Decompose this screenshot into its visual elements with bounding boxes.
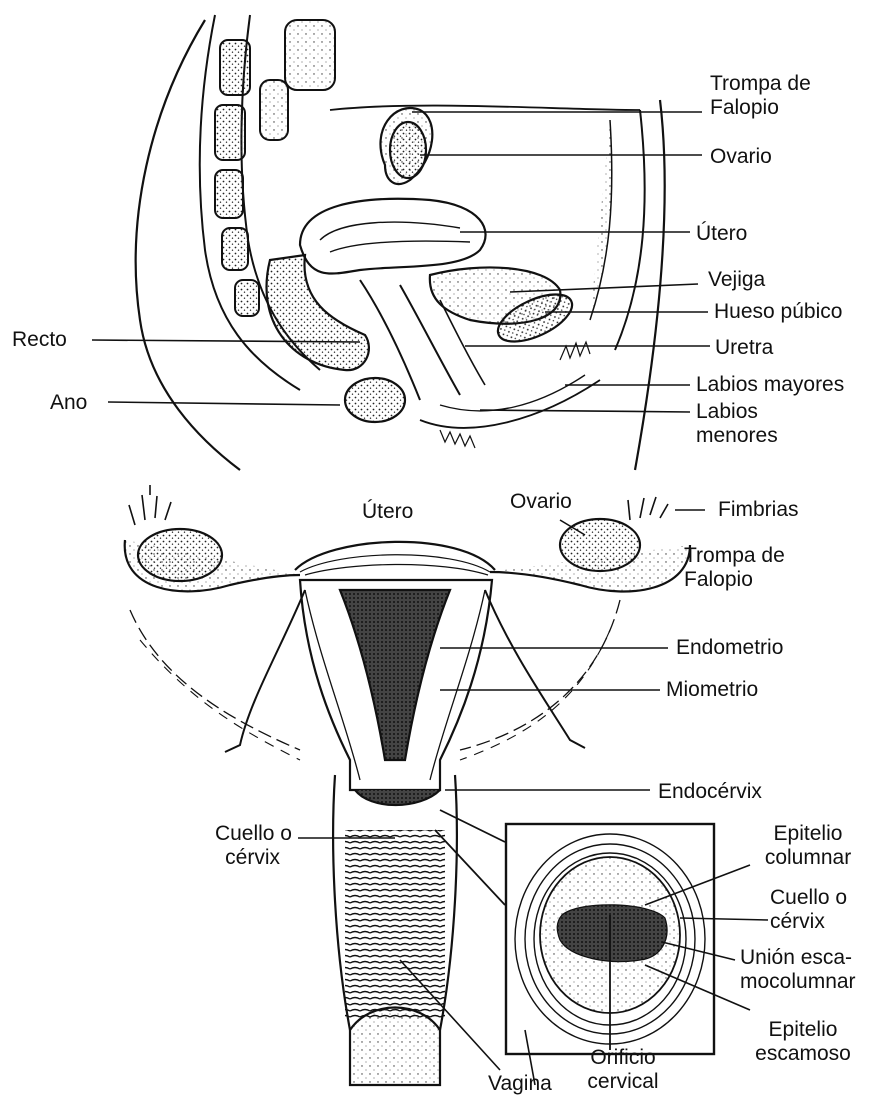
label-uretra: Uretra	[715, 336, 773, 360]
label-epitelio-columnar: Epitelio columnar	[748, 822, 868, 870]
label-union-escamocolumnar: Unión esca- mocolumnar	[740, 946, 856, 994]
label-cuello-frontal-line1: Cuello o	[180, 822, 292, 846]
label-cuello-inset: Cuello o cérvix	[770, 886, 847, 934]
ovary-sagittal	[390, 122, 426, 178]
right-fimbriae	[628, 497, 668, 520]
label-cuello-frontal: Cuello o cérvix	[180, 822, 292, 870]
label-labios-menores-line2: menores	[696, 424, 778, 448]
label-ano: Ano	[50, 391, 87, 415]
label-labios-menores-line1: Labios	[696, 400, 778, 424]
label-trompa-frontal-line2: Falopio	[684, 568, 785, 592]
label-fimbrias: Fimbrias	[718, 498, 799, 522]
label-trompa-sagittal: Trompa de Falopio	[710, 72, 811, 120]
label-hueso-pubico: Hueso púbico	[714, 300, 842, 324]
label-trompa-sagittal-line1: Trompa de	[710, 72, 811, 96]
label-epitelio-columnar-line1: Epitelio	[748, 822, 868, 846]
label-cuello-frontal-line2: cérvix	[180, 846, 292, 870]
label-orificio-line2: cervical	[575, 1070, 671, 1094]
label-labios-mayores: Labios mayores	[696, 373, 844, 397]
pubic-hair	[440, 342, 590, 448]
label-utero-frontal: Útero	[362, 500, 413, 524]
label-vagina: Vagina	[488, 1072, 552, 1096]
label-epitelio-escamoso: Epitelio escamoso	[738, 1018, 868, 1066]
label-utero-sagittal: Útero	[696, 222, 747, 246]
uterus-sagittal	[300, 199, 486, 274]
sagittal-view	[92, 15, 710, 470]
label-vejiga: Vejiga	[708, 268, 765, 292]
label-recto: Recto	[12, 328, 67, 352]
label-endocervix: Endocérvix	[658, 780, 762, 804]
label-union-line1: Unión esca-	[740, 946, 856, 970]
label-trompa-sagittal-line2: Falopio	[710, 96, 811, 120]
label-trompa-frontal-line1: Trompa de	[684, 544, 785, 568]
label-epitelio-escamoso-line1: Epitelio	[738, 1018, 868, 1042]
label-trompa-frontal: Trompa de Falopio	[684, 544, 785, 592]
label-orificio-cervical: Orificio cervical	[575, 1046, 671, 1094]
label-orificio-line1: Orificio	[575, 1046, 671, 1070]
label-cuello-inset-line2: cérvix	[770, 910, 847, 934]
label-endometrio: Endometrio	[676, 636, 783, 660]
label-labios-menores: Labios menores	[696, 400, 778, 448]
label-miometrio: Miometrio	[666, 678, 758, 702]
cervix-frontal	[355, 790, 440, 805]
vagina-opening	[350, 1008, 440, 1086]
rectum	[267, 255, 369, 370]
label-ovario-frontal: Ovario	[510, 490, 572, 514]
label-cuello-inset-line1: Cuello o	[770, 886, 847, 910]
vaginal-rugae	[345, 830, 445, 1020]
label-union-line2: mocolumnar	[740, 970, 856, 994]
left-fimbriae	[129, 485, 171, 525]
label-epitelio-escamoso-line2: escamoso	[738, 1042, 868, 1066]
uterus-fundus	[295, 542, 495, 570]
label-epitelio-columnar-line2: columnar	[748, 846, 868, 870]
anus-sphincter	[345, 378, 405, 422]
label-ovario-sagittal: Ovario	[710, 145, 772, 169]
left-ovary	[138, 529, 222, 581]
